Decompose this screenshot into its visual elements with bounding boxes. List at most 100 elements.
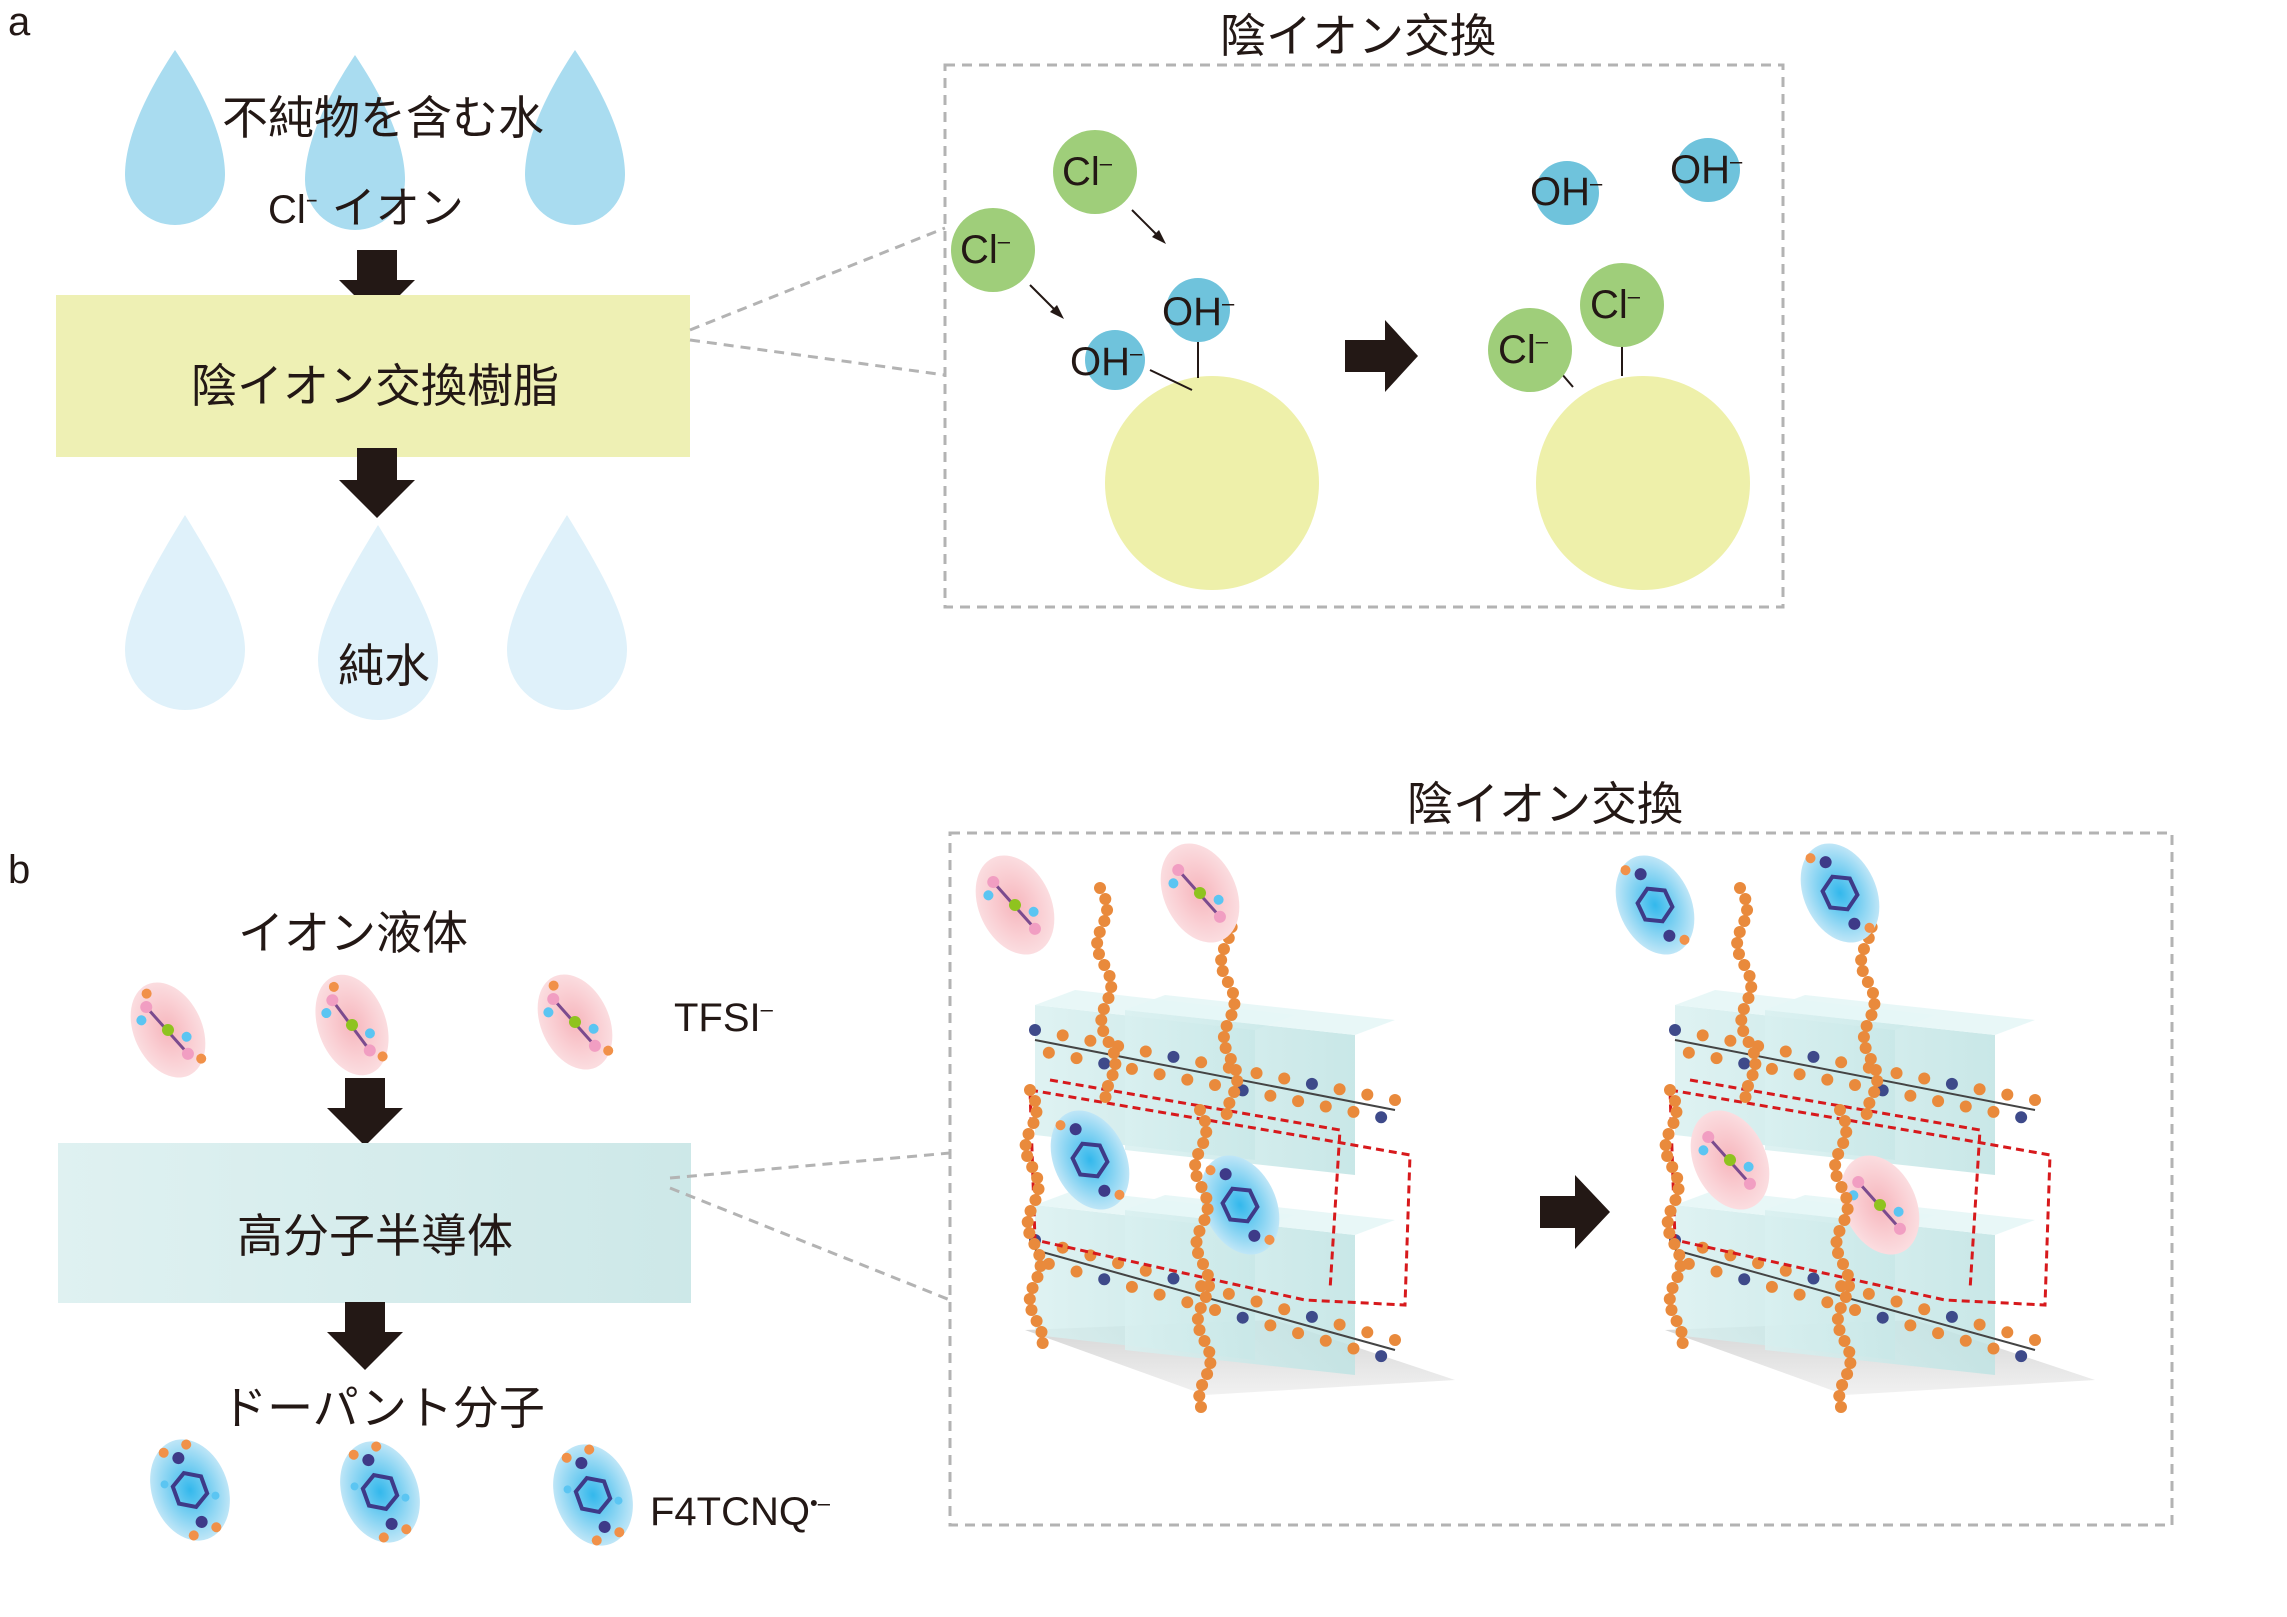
side-chain-atom (1735, 1014, 1748, 1026)
backbone-atom (1167, 1050, 1180, 1063)
f4tcnq-molecule (340, 1441, 420, 1543)
backbone-atom (1209, 1304, 1221, 1316)
side-chain-atom (1666, 1282, 1679, 1294)
molecule-atom (1848, 917, 1861, 930)
backbone-atom (1696, 1241, 1709, 1254)
side-chain-atom (1832, 1148, 1845, 1160)
side-chain-atom (1028, 1238, 1041, 1250)
side-chain-atom (1860, 1108, 1873, 1120)
side-chain-atom (1838, 1335, 1851, 1347)
molecule-atom (1098, 1184, 1111, 1197)
backbone-atom (2015, 1111, 2028, 1124)
cl-ion (1488, 308, 1572, 392)
molecule-ring (1220, 1186, 1260, 1224)
side-chain-atom (1669, 1194, 1682, 1206)
side-chain-atom (1094, 882, 1106, 894)
exchange-title-a: 陰イオン交換 (1220, 9, 1496, 63)
backbone-atom (1181, 1296, 1194, 1309)
side-chain-atom (1871, 1075, 1884, 1087)
molecule-atom (1069, 1123, 1082, 1136)
side-chain-atom (1837, 1258, 1850, 1270)
tfsi-molecule (537, 974, 614, 1070)
side-chain-atom (1029, 1194, 1042, 1206)
inter-stack-region (1689, 1078, 1982, 1291)
side-chain-atom (1741, 904, 1754, 916)
backbone-atom (1682, 1046, 1695, 1059)
cl-ion-label: Cl– イオン (268, 183, 464, 234)
side-chain-atom (1743, 970, 1756, 982)
side-chain-atom (1217, 943, 1230, 955)
side-chain-atom (1103, 970, 1116, 982)
backbone-atom (1389, 1334, 1401, 1346)
side-chain-atom (1223, 1097, 1236, 1109)
backbone-atom (1139, 1264, 1152, 1277)
backbone-atom (1056, 1241, 1069, 1254)
tfsi-molecule (1840, 1155, 1920, 1255)
side-chain-atom (1198, 1115, 1211, 1127)
side-chain-atom (1101, 1080, 1114, 1092)
backbone-atom (1807, 1050, 1820, 1063)
side-chain-atom (1024, 1084, 1036, 1096)
molecule-atom (1219, 1168, 1232, 1181)
side-chain-atom (1741, 1080, 1754, 1092)
side-chain-atom (1666, 1161, 1679, 1173)
down-arrow (339, 250, 415, 318)
backbone-atom (1195, 1056, 1208, 1069)
side-chain-atom (1738, 915, 1751, 927)
backbone-atom (1098, 1057, 1111, 1070)
side-chain-atom (1228, 998, 1241, 1010)
side-chain-atom (1106, 1069, 1119, 1081)
side-chain-atom (1192, 1148, 1205, 1160)
panel-a-flow (56, 50, 690, 720)
backbone-atom (1361, 1326, 1374, 1339)
side-chain-atom (1835, 1181, 1848, 1193)
side-chain-atom (1836, 1379, 1849, 1391)
molecule-atom (1893, 1222, 1906, 1235)
side-chain-atom (1670, 1315, 1683, 1327)
backbone-atom (1765, 1062, 1778, 1075)
backbone-atom (1973, 1083, 1986, 1096)
side-chain-atom (1036, 1337, 1049, 1349)
pure-drop (318, 525, 438, 720)
backbone-atom (1222, 1287, 1235, 1300)
molecule-halo (1050, 1110, 1130, 1210)
backbone-atom (2001, 1088, 2014, 1101)
side-chain-atom (1742, 1036, 1755, 1048)
backbone-atom (1347, 1342, 1360, 1355)
polymer-stack-before (975, 843, 1455, 1413)
side-chain-atom (1676, 1337, 1689, 1349)
backbone-atom (1167, 1272, 1180, 1285)
oh-ion (1166, 278, 1230, 342)
side-chain-atom (1193, 1390, 1206, 1402)
side-chain-atom (1855, 954, 1868, 966)
side-chain-atom (1026, 1282, 1039, 1294)
side-chain-atom (1095, 1014, 1108, 1026)
backbone-atom (1070, 1265, 1083, 1278)
molecule-ring (1070, 1141, 1110, 1179)
side-chain-atom (1030, 1315, 1043, 1327)
side-chain-atom (1032, 1183, 1045, 1195)
side-chain-atom (1193, 1225, 1206, 1237)
cl-ion-text: Cl– (1590, 283, 1641, 327)
side-chain-atom (1021, 1216, 1034, 1228)
backbone-atom (1209, 1079, 1221, 1091)
backbone-atom (1319, 1100, 1332, 1113)
backbone-atom (1779, 1264, 1792, 1277)
oh-ion (1676, 138, 1740, 202)
side-chain-atom (1742, 992, 1755, 1004)
side-chain-atom (1863, 1097, 1876, 1109)
side-chain-atom (1829, 1159, 1842, 1171)
side-chain-atom (1109, 1058, 1122, 1070)
backbone-atom (1932, 1095, 1945, 1108)
side-chain-atom (1838, 1214, 1851, 1226)
side-chain-atom (1035, 1326, 1048, 1338)
side-chain-atom (1667, 1117, 1680, 1129)
side-chain-atom (1738, 959, 1751, 971)
backbone-atom (1375, 1111, 1388, 1124)
side-chain-atom (1197, 1258, 1210, 1270)
side-chain-atom (1031, 1172, 1044, 1184)
side-chain-atom (1198, 1214, 1211, 1226)
side-chain-atom (1839, 1291, 1852, 1303)
